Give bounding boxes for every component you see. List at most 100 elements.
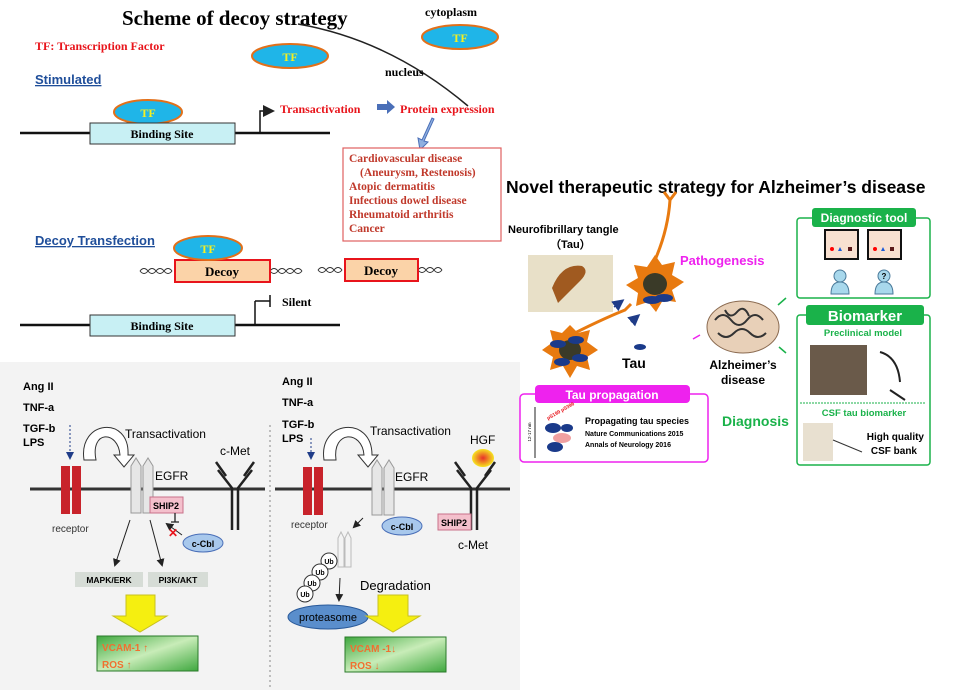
- svg-text:Decoy: Decoy: [205, 264, 239, 279]
- c-met: [214, 461, 256, 530]
- pathway-right: Ang II TNF-a TGF-b LPS: [282, 376, 315, 445]
- monitor-icon: [867, 229, 902, 260]
- svg-text:TF: TF: [452, 31, 467, 45]
- svg-text:Ub: Ub: [307, 581, 316, 588]
- svg-text:proteasome: proteasome: [299, 612, 357, 624]
- c-met-label: c-Met: [458, 538, 489, 552]
- tau-protein: [634, 344, 646, 350]
- receptor: [303, 467, 323, 515]
- binding-site-silent: Binding Site: [89, 314, 236, 337]
- ros-label: ROS ↑: [102, 660, 131, 671]
- disease-item: Rheumatoid arthritis: [349, 209, 454, 221]
- svg-text:PI3K/AKT: PI3K/AKT: [159, 575, 199, 585]
- arrow-icon: [777, 297, 787, 306]
- svg-text:Decoy: Decoy: [364, 263, 398, 278]
- tau-oligomer-icon: [545, 423, 573, 452]
- ad-label: Alzheimer’s: [709, 358, 777, 372]
- svg-text:SHIP2: SHIP2: [153, 501, 179, 511]
- spine-image: [803, 423, 833, 461]
- biomarker-header: [806, 305, 924, 325]
- pathogenesis-label: Pathogenesis: [680, 253, 765, 268]
- outcome-box: [344, 636, 447, 673]
- nucleus-label: nucleus: [385, 65, 424, 79]
- pathway-background: [0, 362, 520, 690]
- transactivation-arrow: [323, 427, 380, 468]
- c-cbl: c-Cbl: [182, 533, 224, 553]
- reference: Annals of Neurology 2016: [585, 442, 671, 449]
- svg-text:TF: TF: [200, 242, 215, 256]
- receptor-label: receptor: [52, 524, 89, 535]
- neuron-icon: [542, 302, 633, 378]
- tf-legend: TF: Transcription Factor: [35, 39, 165, 53]
- disease-box: [342, 147, 502, 242]
- decoy-with-tf: Decoy TF: [139, 235, 303, 283]
- inhibition-icon: [171, 513, 179, 523]
- csf-sampling-diagram: [879, 351, 906, 401]
- egfr-pathway: Ang II TNF-a TGF-b LPS Transactivation r…: [0, 362, 520, 690]
- tf-nucleus: TF: [251, 43, 329, 69]
- internalization-arrow: [352, 517, 364, 529]
- degradation-arrow: [335, 577, 344, 602]
- proteasome: proteasome: [287, 604, 369, 630]
- diagnostic-tool-box: [796, 217, 931, 299]
- csf-bank-label: CSF bank: [871, 446, 918, 457]
- disease-item: Cardiovascular disease: [349, 153, 462, 165]
- svg-text:SHIP2: SHIP2: [441, 518, 467, 528]
- disease-item: Infectious dowel disease: [349, 195, 467, 207]
- arrow-right-icon: [377, 100, 395, 114]
- ship2: SHIP2: [437, 513, 472, 531]
- svg-text:Ub: Ub: [300, 592, 309, 599]
- propagating-label: Propagating tau species: [585, 416, 689, 426]
- stimulus: TGF-b: [23, 423, 56, 435]
- ubiquitin-chain: Ub Ub Ub Ub: [296, 552, 338, 603]
- blocked-arrow: [165, 522, 183, 536]
- scale-label: 12-17 nm: [527, 422, 532, 441]
- svg-text:Binding Site: Binding Site: [130, 127, 194, 141]
- transactivation-label: Transactivation: [280, 102, 361, 116]
- stimulus: TNF-a: [282, 397, 314, 409]
- diagnostic-tool-label: Diagnostic tool: [821, 211, 908, 225]
- ship2: SHIP2: [149, 496, 184, 514]
- nuclear-membrane: [297, 23, 469, 107]
- tau-label: Tau: [622, 355, 646, 371]
- egfr-label: EGFR: [155, 469, 189, 483]
- transactivation-label: Transactivation: [370, 424, 451, 438]
- yellow-down-arrow: [364, 594, 422, 633]
- stimulated-label: Stimulated: [35, 72, 102, 87]
- user-icon: [830, 269, 850, 295]
- arrow-icon: [692, 334, 701, 340]
- transactivation-arrow: [83, 427, 136, 468]
- diagnosis-label: Diagnosis: [722, 413, 789, 429]
- svg-text:c-Cbl: c-Cbl: [192, 539, 215, 549]
- alzheimer-title: Novel therapeutic strategy for Alzheimer…: [506, 177, 926, 197]
- monitor-icon: [824, 229, 859, 260]
- decoy-free: Decoy: [317, 258, 443, 282]
- biomarker-label: Biomarker: [828, 308, 902, 325]
- brain-icon: [706, 300, 780, 354]
- mouse-photo: [810, 345, 867, 395]
- vcam-label: VCAM-1 ↑: [102, 643, 148, 654]
- cytoplasm-label: cytoplasm: [425, 5, 477, 19]
- disease-item: Atopic dermatitis: [349, 181, 435, 193]
- x-mark-icon: ✕: [168, 526, 178, 540]
- ros-label: ROS ↓: [350, 661, 379, 672]
- tf-bound: TF: [113, 99, 183, 125]
- binding-site: Binding Site: [89, 122, 236, 145]
- protein-expression-label: Protein expression: [400, 102, 495, 116]
- csf-tau-label: CSF tau biomarker: [822, 408, 907, 419]
- hgf-label: HGF: [470, 433, 495, 447]
- egfr-internalized: [337, 530, 352, 568]
- svg-text:c-Cbl: c-Cbl: [391, 522, 414, 532]
- nft-label: Neurofibrillary tangle: [508, 224, 619, 236]
- tf-cytoplasm: TF: [421, 24, 499, 50]
- c-met: [453, 461, 497, 530]
- arrow-icon: [611, 299, 625, 312]
- stimulus: LPS: [282, 433, 303, 445]
- egfr: [371, 459, 395, 516]
- decoy-title: Scheme of decoy strategy: [122, 6, 348, 30]
- stimulus: Ang II: [23, 381, 54, 393]
- egfr: [130, 457, 154, 514]
- svg-text:Binding Site: Binding Site: [130, 319, 194, 333]
- disease-item: (Aneurysm, Restenosis): [360, 167, 476, 179]
